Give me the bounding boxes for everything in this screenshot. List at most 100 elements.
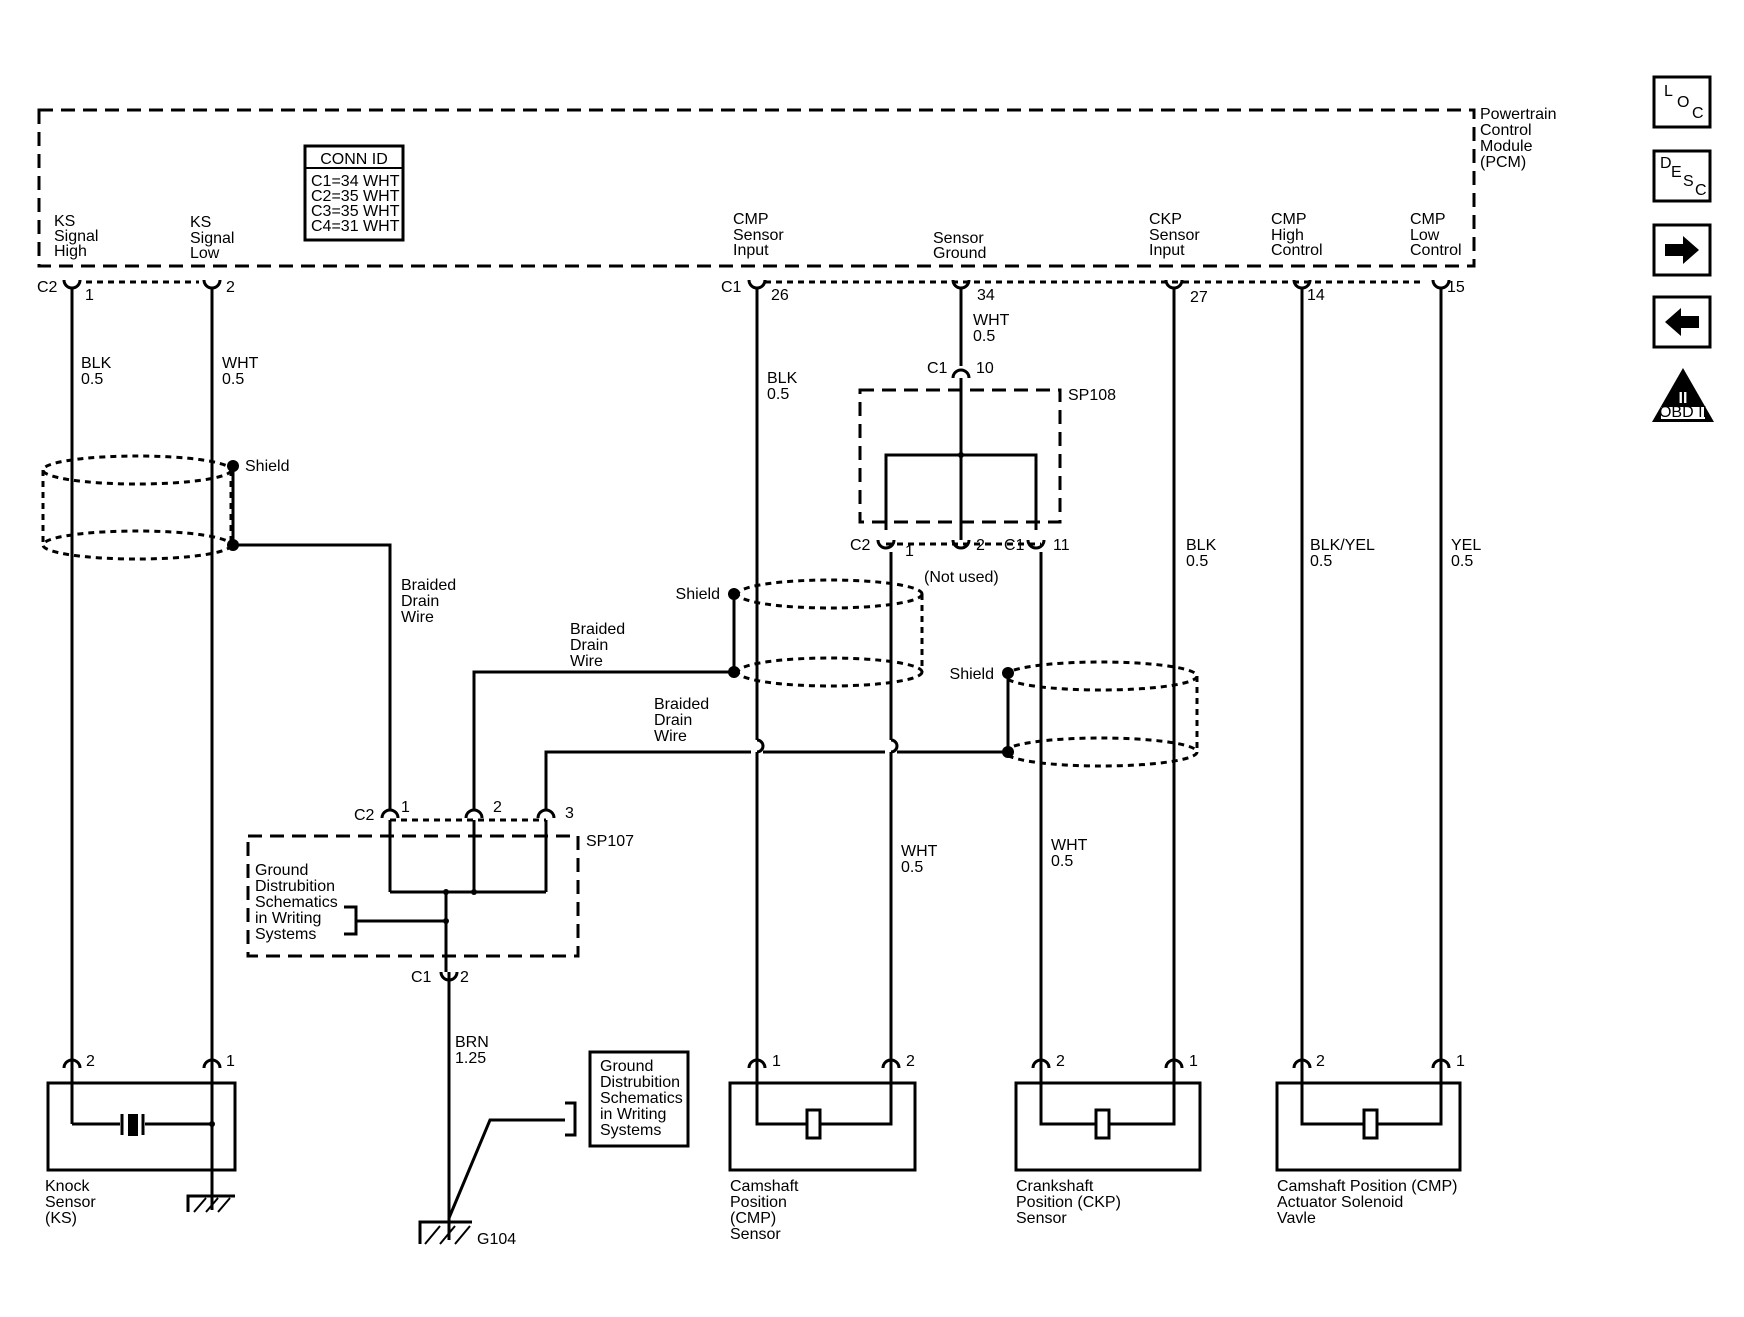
svg-text:C: C [1695,182,1707,199]
svg-text:Position: Position [730,1194,787,1211]
svg-text:Drain: Drain [401,593,439,610]
svg-text:WHT: WHT [222,355,259,372]
svg-text:Module: Module [1480,138,1533,155]
svg-text:C1: C1 [1004,537,1025,554]
svg-text:KS: KS [54,213,75,230]
desc-button[interactable]: D E S C [1652,149,1712,203]
ground-g104: Ground Distrubition Schematics in Writin… [418,1050,690,1248]
svg-text:Braided: Braided [654,696,709,713]
pcm-label: Powertrain Control Module (PCM) [1480,106,1556,171]
svg-text:G104: G104 [477,1231,516,1248]
svg-text:Drain: Drain [654,712,692,729]
svg-text:11: 11 [1053,537,1070,554]
svg-text:E: E [1671,164,1682,181]
svg-text:Schematics: Schematics [255,894,338,911]
svg-text:Shield: Shield [950,666,994,683]
svg-text:WHT: WHT [1051,837,1088,854]
pin-name-cmp-low-control: CMP Low Control [1410,211,1462,259]
svg-text:Braided: Braided [401,577,456,594]
drain-wire-label: Braided Drain Wire [570,621,625,670]
svg-text:0.5: 0.5 [973,328,995,345]
svg-text:Sensor: Sensor [1016,1210,1067,1227]
svg-text:2: 2 [1056,1053,1065,1070]
svg-text:C: C [1692,105,1704,122]
svg-text:BLK: BLK [81,355,112,372]
svg-text:0.5: 0.5 [222,371,244,388]
svg-text:1: 1 [772,1053,781,1070]
svg-text:High: High [1271,227,1304,244]
conn-label-c1: C1 [721,279,742,296]
svg-text:2: 2 [460,969,469,986]
connector-cups-pcm [62,279,1451,290]
svg-text:Knock: Knock [45,1178,90,1195]
svg-text:Position (CKP): Position (CKP) [1016,1194,1121,1211]
svg-text:2: 2 [1316,1053,1325,1070]
svg-text:Signal: Signal [54,228,98,245]
svg-text:Input: Input [1149,242,1185,259]
svg-text:KS: KS [190,214,211,231]
loc-button[interactable]: L O C [1652,75,1712,129]
pin-number: 15 [1447,279,1465,296]
svg-text:SP108: SP108 [1068,387,1116,404]
svg-text:1: 1 [226,1053,235,1070]
pin-name-cmp-high-control: CMP High Control [1271,211,1323,259]
pin-name-cmp-sensor-input: CMP Sensor Input [733,211,784,259]
svg-text:II: II [1679,390,1688,407]
svg-text:S: S [1683,173,1694,190]
svg-text:Crankshaft: Crankshaft [1016,1178,1094,1195]
svg-text:Signal: Signal [190,230,234,247]
pin-number: 26 [771,287,789,304]
svg-text:1.25: 1.25 [455,1050,486,1067]
svg-text:CONN ID: CONN ID [320,151,388,168]
svg-text:Schematics: Schematics [600,1090,683,1107]
svg-text:Wire: Wire [401,609,434,626]
svg-text:Shield: Shield [245,458,289,475]
svg-text:Distrubition: Distrubition [600,1074,680,1091]
cmp-sensor: 1 2 Camshaft Position (CMP) Sensor [728,1053,917,1243]
svg-text:CMP: CMP [1410,211,1446,228]
svg-text:0.5: 0.5 [1051,853,1073,870]
pin-name-ks-signal-high: KS Signal High [54,213,98,260]
svg-text:Sensor: Sensor [1149,227,1200,244]
svg-text:WHT: WHT [973,312,1010,329]
arrow-right-icon [1665,236,1699,264]
svg-text:D: D [1660,155,1672,172]
svg-text:Ground: Ground [600,1058,653,1075]
svg-text:2: 2 [906,1053,915,1070]
sp108-splice: C1 10 SP108 C2 1 2 (Not used) C1 11 [850,360,1116,586]
svg-text:CMP: CMP [1271,211,1307,228]
pin-name-sensor-ground: Sensor Ground [933,230,986,262]
svg-text:CKP: CKP [1149,211,1182,228]
svg-text:Wire: Wire [654,728,687,745]
conn-id-table: CONN ID C1=34 WHT C2=35 WHT C3=35 WHT C4… [303,144,405,242]
cmp-shield: Shield [676,578,924,688]
back-arrow-button[interactable] [1652,295,1712,349]
svg-text:Input: Input [733,242,769,259]
svg-text:in Writing: in Writing [600,1106,666,1123]
svg-text:2: 2 [493,799,502,816]
obd-ii-button[interactable]: II OBD II [1652,368,1714,422]
ckp-sensor: 2 1 Crankshaft Position (CKP) Sensor [1014,1053,1202,1227]
svg-text:C2=35 WHT: C2=35 WHT [311,188,400,205]
pin-number: 1 [85,287,94,304]
svg-text:C4=31 WHT: C4=31 WHT [311,218,400,235]
svg-text:(KS): (KS) [45,1210,77,1227]
svg-text:Camshaft Position (CMP): Camshaft Position (CMP) [1277,1178,1458,1195]
svg-text:1: 1 [1189,1053,1198,1070]
knock-sensor: 2 1 Knock Sensor (KS) [45,1053,237,1227]
drain-wire-label: Braided Drain Wire [654,696,709,745]
ckp-shield: Shield [950,660,1199,768]
svg-text:1: 1 [905,543,914,560]
pcm-box [37,108,1476,268]
svg-text:OBD II: OBD II [1659,404,1707,421]
next-arrow-button[interactable] [1652,223,1712,277]
svg-text:L: L [1664,83,1673,100]
svg-text:C1: C1 [927,360,948,377]
svg-text:Shield: Shield [676,586,720,603]
svg-text:Control: Control [1410,242,1462,259]
conn-label-c2: C2 [37,279,58,296]
